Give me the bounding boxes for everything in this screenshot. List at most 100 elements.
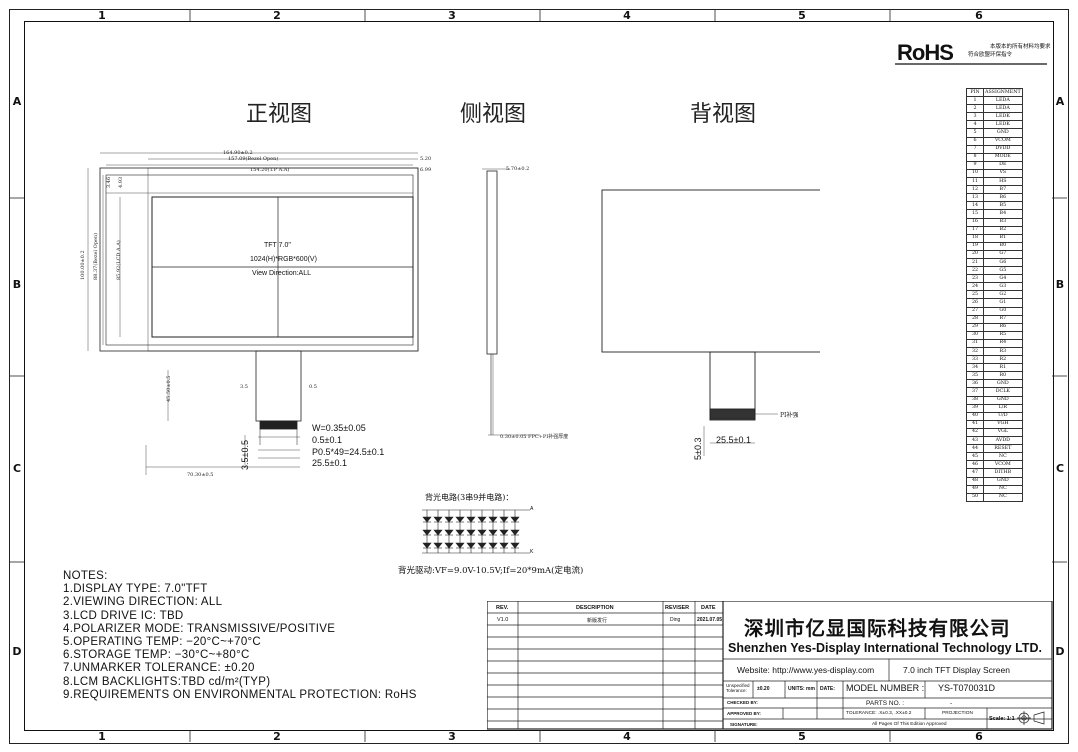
dim-fpc-length: 45.50±0.5 xyxy=(166,375,172,402)
company-name-cn: 深圳市亿显国际科技有限公司 xyxy=(744,617,1011,640)
pin-number: 45 xyxy=(966,452,984,462)
pin-number: 3 xyxy=(966,112,984,122)
pin-assignment: R0 xyxy=(983,371,1023,381)
description-header: DESCRIPTION xyxy=(576,605,614,611)
dim-top-1: 3.46 xyxy=(106,176,112,188)
pin-assignment: DE xyxy=(983,160,1023,170)
dim-width-bezel: 157.09(Bezel Open) xyxy=(228,156,279,162)
pin-assignment: B3 xyxy=(983,217,1023,227)
pin-number: 42 xyxy=(966,427,984,438)
pin-number: 29 xyxy=(966,322,984,332)
pin-number: 34 xyxy=(966,363,984,373)
model-number-value: YS-T070031D xyxy=(938,683,996,693)
pin-table-header: PIN ASSIGNMENT xyxy=(966,87,1023,98)
pin-number: 18 xyxy=(966,233,984,243)
pin-number: 49 xyxy=(966,484,984,494)
pin-number: 40 xyxy=(966,411,984,421)
pin-number: 4 xyxy=(966,120,984,130)
rev-header: REV. xyxy=(496,605,509,611)
zone-col-3-top: 3 xyxy=(448,9,456,22)
pin-assignment: R1 xyxy=(983,363,1023,373)
all-pages-note: All Pages Of This Edition Approved xyxy=(872,722,947,727)
pin-number: 25 xyxy=(966,290,984,300)
reviser-header: REVISER xyxy=(665,605,690,611)
tft-label-resolution: 1024(H)*RGB*600(V) xyxy=(250,256,317,263)
scale-label: Scale: 1:1 xyxy=(989,716,1015,722)
zone-row-b-left: B xyxy=(12,278,22,291)
note-item: 1.DISPLAY TYPE: 7.0"TFT xyxy=(63,583,208,596)
dim-right-1: 5.20 xyxy=(420,156,432,162)
pin-number: 22 xyxy=(966,266,984,276)
pin-assignment: LEDA xyxy=(983,96,1023,106)
pin-assignment: G5 xyxy=(983,266,1023,276)
rohs-line-1: 本版本的所有材料均要求 xyxy=(990,44,1051,50)
pin-number: 43 xyxy=(966,436,984,446)
pin-number: 20 xyxy=(966,249,984,259)
pin-assignment: R7 xyxy=(983,314,1023,324)
pin-assignment: B4 xyxy=(983,209,1023,219)
pin-assignment: GND xyxy=(983,476,1023,486)
zone-row-c-right: C xyxy=(1055,462,1065,475)
pin-assignment: U/D xyxy=(983,411,1023,421)
rohs-note: 本版本的所有材料均要求 符合欧盟环保指令 xyxy=(968,43,1051,59)
dim-fpc-thickness: 0.30±0.05 FPC+PI补强厚度 xyxy=(500,434,569,440)
backlight-cathode: K xyxy=(530,549,534,555)
pin-number: 32 xyxy=(966,346,984,357)
dim-left-offset: 70.30±0.5 xyxy=(187,472,214,478)
dim-height-bezel: 88.37(Bezel Open) xyxy=(93,232,99,280)
pin-assignment: GND xyxy=(983,128,1023,138)
zone-row-a-right: A xyxy=(1055,95,1065,108)
pin-assignment: AVDD xyxy=(983,436,1023,446)
pin-number: 12 xyxy=(966,185,984,195)
signature-label: SIGNATURE: xyxy=(730,722,758,727)
notes-title: NOTES: xyxy=(63,570,108,582)
note-item: 6.STORAGE TEMP: −30°C~+80°C xyxy=(63,649,250,662)
pin-assignment: G6 xyxy=(983,257,1023,268)
pin-number: 2 xyxy=(966,104,984,114)
pin-number: 23 xyxy=(966,274,984,284)
back-view-title: 背视图 xyxy=(690,102,757,127)
back-view-drawing xyxy=(601,189,820,456)
title-block-grid xyxy=(487,601,1053,730)
pin-assignment: DITHB xyxy=(983,468,1023,478)
pin-number: 26 xyxy=(966,298,984,308)
front-view-drawing xyxy=(87,152,419,475)
unspecified-tolerance-value: ±0.20 xyxy=(757,686,770,692)
backlight-title: 背光电路(3串9并电路)： xyxy=(425,493,514,502)
back-pi-label: PI补强 xyxy=(780,412,799,419)
pin-assignment: B7 xyxy=(983,185,1023,195)
pin-number: 30 xyxy=(966,330,984,340)
approved-by-label: APPROVED BY: xyxy=(727,711,761,716)
date-header: DATE xyxy=(701,605,716,611)
pin-assignment: GND xyxy=(983,395,1023,405)
unspecified-tolerance-label: Unspecified Tolerance: xyxy=(726,683,750,693)
pin-assignment: B2 xyxy=(983,225,1023,235)
pin-number: 38 xyxy=(966,395,984,405)
dim-right-2: 6.99 xyxy=(420,167,432,173)
note-item: 4.POLARIZER MODE: TRANSMISSIVE/POSITIVE xyxy=(63,622,336,635)
tolerance-label: TOLERANCE: .X±0.3, .XX±0.2 xyxy=(846,711,912,716)
pin-number: 6 xyxy=(966,136,984,146)
pin-assignment: R2 xyxy=(983,355,1023,365)
pin-number: 8 xyxy=(966,152,984,162)
zone-col-5-bottom: 5 xyxy=(798,730,806,743)
pin-number: 33 xyxy=(966,355,984,365)
